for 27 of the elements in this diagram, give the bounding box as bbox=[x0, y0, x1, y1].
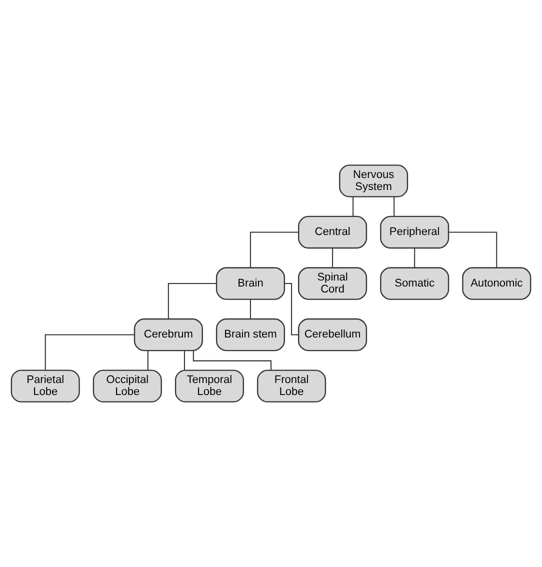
connector bbox=[394, 196, 395, 216]
node-box: Peripheral bbox=[380, 216, 450, 249]
node-box: Somatic bbox=[380, 267, 450, 300]
node-box: Temporal Lobe bbox=[174, 370, 244, 402]
connector bbox=[147, 350, 148, 370]
connector bbox=[250, 299, 251, 319]
node-box: Autonomic bbox=[462, 267, 532, 300]
connector bbox=[332, 248, 334, 268]
connector bbox=[414, 248, 416, 268]
node-box: Cerebrum bbox=[134, 318, 203, 352]
connector bbox=[448, 232, 498, 268]
node-box: Occipital Lobe bbox=[92, 370, 162, 402]
node-box: Nervous System bbox=[339, 164, 408, 198]
node-box: Brain stem bbox=[216, 318, 285, 352]
connector bbox=[192, 350, 272, 370]
node-box: Parietal Lobe bbox=[10, 370, 80, 402]
connector bbox=[44, 334, 134, 370]
connector bbox=[184, 350, 185, 370]
node-box: Frontal Lobe bbox=[257, 370, 326, 402]
node-box: Spinal Cord bbox=[298, 267, 368, 300]
node-box: Cerebellum bbox=[298, 318, 368, 352]
node-box: Brain bbox=[216, 267, 285, 300]
connector bbox=[284, 282, 298, 336]
connector bbox=[250, 232, 298, 268]
connector bbox=[352, 196, 354, 216]
connector bbox=[168, 282, 216, 319]
node-box: Central bbox=[298, 216, 368, 249]
